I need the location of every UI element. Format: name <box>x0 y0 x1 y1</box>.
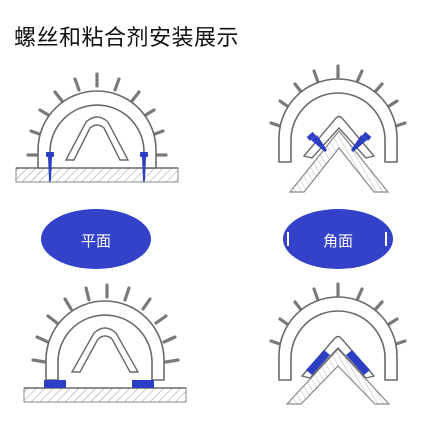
panel-flat-screw <box>15 72 179 183</box>
corner-label: 角面 <box>322 232 353 250</box>
flat-label: 平面 <box>80 232 111 250</box>
panel-corner-adhesive <box>269 282 407 405</box>
bracket-left-mark <box>287 232 289 246</box>
bracket-right-mark <box>385 232 387 246</box>
corner-pill <box>283 209 393 269</box>
panel-flat-adhesive <box>23 283 187 403</box>
adhesive-pad-icon <box>44 380 66 388</box>
bristles <box>31 283 180 364</box>
screw-icon <box>46 152 148 183</box>
guard-arch <box>278 296 398 381</box>
corner-wall <box>288 130 390 193</box>
guard-inner <box>64 116 130 161</box>
flat-wall <box>23 387 187 403</box>
panel-corner-screw <box>269 64 407 193</box>
guard-arch <box>37 90 157 169</box>
adhesive-pad-icon <box>132 380 154 388</box>
guard-arch <box>45 300 165 381</box>
flat-pill <box>41 209 151 269</box>
adhesive-pad-icon <box>346 350 370 375</box>
screw-icon <box>306 131 372 152</box>
adhesive-pad-icon <box>306 350 330 375</box>
guard-inner <box>300 335 376 379</box>
page-title: 螺丝和粘合剂安装展示 <box>14 26 240 51</box>
guard-inner <box>70 327 140 373</box>
flat-wall <box>15 167 179 183</box>
guard-arch <box>278 78 398 163</box>
